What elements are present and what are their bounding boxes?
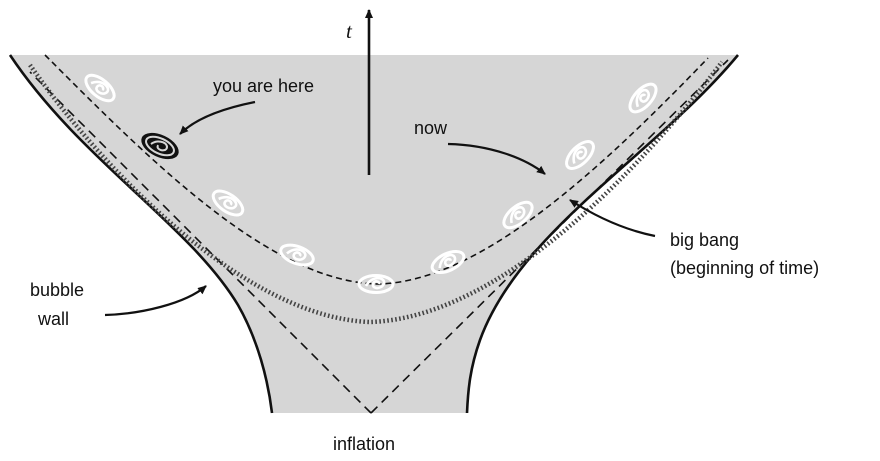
- bubble-wall-arrow: [105, 286, 206, 315]
- big-bang-label-sub: (beginning of time): [670, 258, 819, 278]
- big-bang-label: big bang: [670, 230, 739, 250]
- bubble-wall-label: bubble: [30, 280, 84, 300]
- time-axis-label: t: [346, 19, 353, 43]
- bubble-wall-label-sub: wall: [37, 309, 69, 329]
- inflation-label: inflation: [333, 434, 395, 454]
- now-label: now: [414, 118, 448, 138]
- big-bang-arrow: [570, 200, 655, 236]
- you-are-here-label: you are here: [213, 76, 314, 96]
